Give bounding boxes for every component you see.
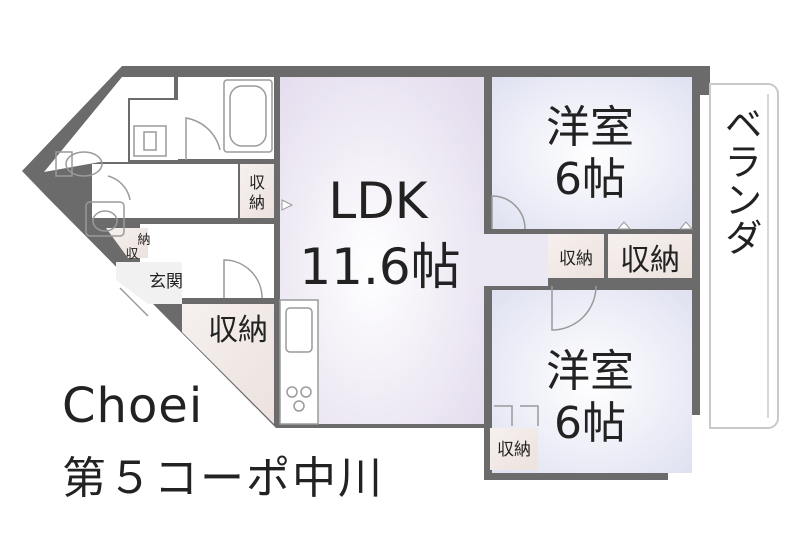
kitchen-counter [279, 299, 319, 425]
storage-entry-label: 収納 [208, 313, 268, 348]
storage-closet-floor [608, 234, 692, 278]
toilet-room-floor [44, 77, 174, 172]
western-room-1-floor [492, 77, 692, 229]
entrance-floor [116, 262, 182, 304]
washing-machine [133, 125, 167, 157]
company-name: Choei [62, 378, 204, 434]
storage-small-floor [548, 234, 604, 278]
balcony [709, 83, 779, 429]
ldk-corridor [476, 234, 548, 286]
hall-storage-label-bottom: 納 [249, 193, 265, 212]
building-name: 第５コーポ中川 [62, 453, 384, 504]
bathroom-floor [178, 77, 274, 159]
ldk-size-label: 11.6帖 [299, 238, 460, 296]
washroom-floor [130, 100, 178, 160]
door-markers [281, 199, 694, 230]
hall-floor [92, 164, 238, 218]
storage-small-label: 収納 [559, 249, 593, 269]
western-room-1-name: 洋室 [546, 102, 634, 153]
storage-room2-label: 収納 [497, 440, 531, 460]
hall-storage-label-top: 収 [249, 173, 265, 192]
storage-entry-floor [182, 304, 274, 424]
shoe-storage-label-bottom: 納 [137, 233, 150, 248]
storage-closet-label: 収納 [620, 243, 680, 278]
ldk-name-label: LDK [328, 172, 428, 230]
entrance-label: 玄関 [149, 272, 183, 292]
door-swings [107, 117, 597, 426]
western-room-2-name: 洋室 [546, 346, 634, 397]
balcony-label: ベランダ [718, 104, 762, 256]
wash-basin [85, 201, 125, 237]
hall-storage-floor [240, 164, 274, 218]
storage-room2-floor [490, 428, 538, 470]
shoe-storage-label-top: 収 [125, 247, 138, 262]
bathtub [223, 79, 273, 153]
western-room-2-size: 6帖 [554, 398, 626, 449]
western-room-1-size: 6帖 [554, 154, 626, 205]
toilet-fixture [55, 151, 103, 177]
